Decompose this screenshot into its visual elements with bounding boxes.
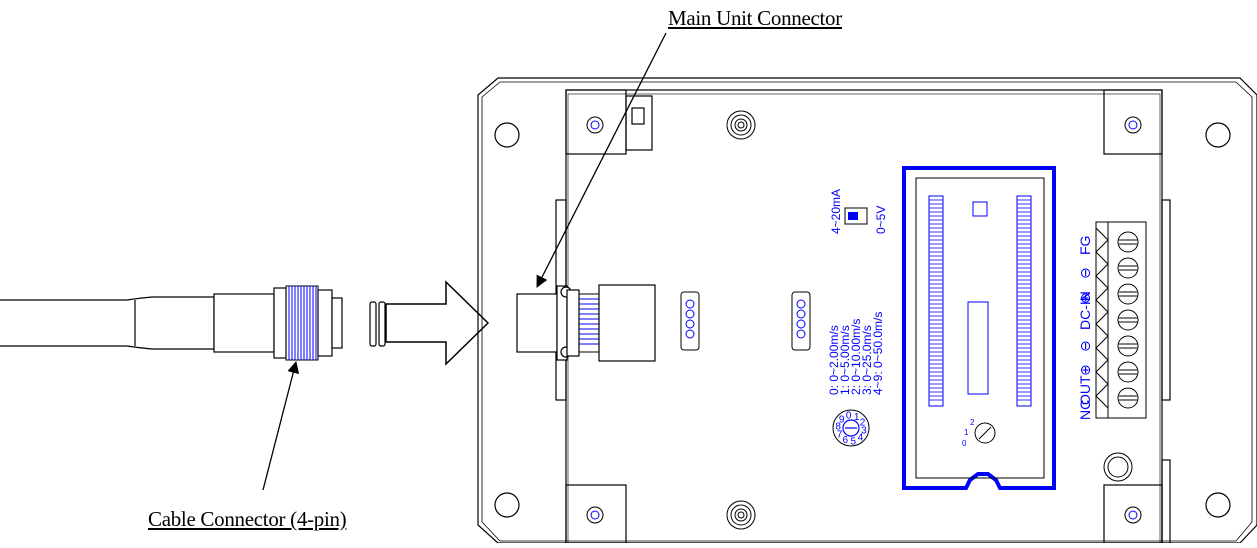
dial-digit-3: 3	[861, 425, 867, 436]
terminal-screw	[1117, 231, 1139, 253]
terminal-screw	[1117, 335, 1139, 357]
output-select-switch: 4~20mA 0~5V	[829, 189, 888, 234]
terminal-screw	[1117, 387, 1139, 409]
mount-hole-tl	[494, 122, 520, 148]
dial-digit-6: 6	[843, 435, 849, 446]
pcb-connector-strip-left	[928, 195, 944, 407]
terminal-label-nc: NC	[1077, 400, 1093, 420]
switch-label-0-5v: 0~5V	[874, 206, 888, 234]
cable-connector	[213, 285, 343, 361]
cable-connector-callout: Cable Connector (4-pin)	[148, 507, 347, 531]
terminal-symbol-4: ⊕	[1077, 364, 1093, 376]
mount-hole-br	[1205, 492, 1231, 518]
switch-label-4-20ma: 4~20mA	[829, 189, 843, 234]
main-unit-connector	[516, 284, 656, 362]
terminal-symbol-2: ⊕	[1077, 292, 1093, 304]
mount-hole-bl	[494, 492, 520, 518]
terminal-screw	[1117, 257, 1139, 279]
insert-direction-arrow	[385, 280, 490, 366]
pin-header-right	[791, 291, 811, 351]
terminal-label-dc-in: DC-IN	[1077, 291, 1093, 330]
range-row-0: 0: 0~2.00m/s	[827, 325, 841, 395]
dial-digit-1: 1	[854, 412, 860, 423]
pcb-chip	[967, 301, 989, 395]
dial-digit-4: 4	[858, 433, 864, 444]
pcb-connector-strip-right	[1016, 195, 1032, 407]
dial-digit-0: 0	[846, 411, 852, 422]
main-unit-connector-leader	[536, 32, 667, 288]
hex-standoffs	[726, 110, 1133, 530]
dial-digit-9: 9	[839, 415, 845, 426]
terminal-screw	[1117, 283, 1139, 305]
dial-digit-2: 2	[860, 417, 866, 428]
range-row-3: 3: 0~25.0m/s	[860, 325, 874, 395]
coupling-nut-knurl	[285, 285, 319, 361]
terminal-screw	[1117, 309, 1139, 331]
range-row-2: 2: 0~10.00m/s	[849, 319, 863, 395]
terminal-block	[1095, 221, 1147, 419]
trimmer-digit-2: 2	[970, 418, 975, 427]
terminal-symbol-1: ⊖	[1077, 267, 1093, 279]
dial-digit-8: 8	[835, 422, 841, 433]
terminal-symbol-3: ⊖	[1077, 340, 1093, 352]
terminal-label-out: OUT	[1077, 375, 1093, 405]
range-row-1: 1: 0~5.00m/s	[838, 325, 852, 395]
connector-gap-pieces	[369, 301, 386, 347]
dial-digit-7: 7	[837, 430, 843, 441]
trimmer-digit-0: 0	[962, 439, 967, 448]
main-unit-connector-callout: Main Unit Connector	[668, 6, 842, 30]
cable-connector-leader	[262, 361, 300, 491]
pcb-board: 0 1 2	[902, 166, 1056, 490]
trimmer-pot: 0 1 2	[962, 418, 996, 448]
mount-hole-tr	[1205, 122, 1231, 148]
trimmer-digit-1: 1	[964, 428, 969, 437]
pcb-small-pad	[972, 201, 988, 217]
dial-digit-5: 5	[851, 436, 857, 447]
terminal-labels: FG ⊖ ⊕ DC-IN ⊖ ⊕ OUT NC	[1077, 236, 1093, 420]
corner-screws	[586, 116, 1142, 524]
terminal-screw	[1117, 361, 1139, 383]
pin-header-left	[680, 291, 700, 351]
range-row-4: 4~9: 0~50.0m/s	[871, 312, 885, 395]
terminal-label-fg: FG	[1077, 236, 1093, 255]
range-table: 0: 0~2.00m/s 1: 0~5.00m/s 2: 0~10.00m/s …	[827, 312, 885, 395]
cable	[0, 296, 215, 350]
